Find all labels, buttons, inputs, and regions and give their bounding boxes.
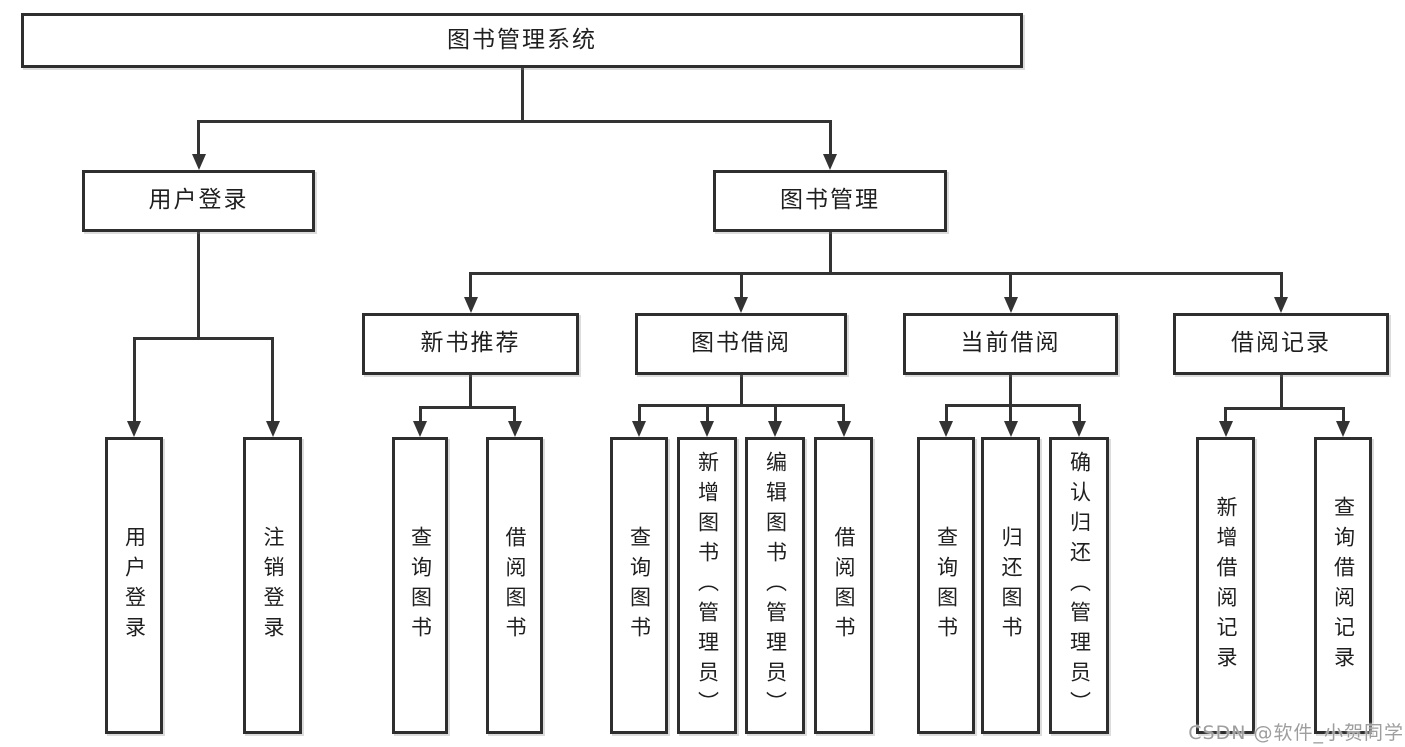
node-leaf-add-books-admin-label: 新增图书（管理员） [695,450,720,721]
arrowhead-icon-b-borrow [836,421,851,437]
node-leaf-borrow-books-recommend-label: 借阅图书 [503,525,527,646]
connector-branch-root [197,120,832,123]
node-leaf-add-books-admin: 新增图书（管理员） [677,437,737,734]
node-leaf-query-books-recommend: 查询图书 [392,437,448,734]
connector-drop-mgmt [828,120,832,156]
connector-drop-b-edit [773,404,777,423]
node-leaf-query-books-borrowing-label: 查询图书 [627,525,652,646]
node-borrowing-records: 借阅记录 [1173,313,1389,375]
arrowhead-icon-login [191,154,206,170]
connector-branch-mgmt [469,272,1283,275]
node-leaf-add-borrow-record: 新增借阅记录 [1196,437,1255,734]
connector-branch-current [944,404,1081,407]
connector-branch-borrow [637,404,845,407]
connector-drop-records [1279,272,1283,299]
connector-drop-r-add [1224,407,1227,423]
connector-branch-records [1224,407,1345,410]
node-new-book-recommendation: 新书推荐 [362,313,579,375]
connector-drop-c-query [944,404,948,423]
node-leaf-logout: 注销登录 [243,437,302,734]
node-library-management-system-label: 图书管理系统 [447,26,597,53]
node-leaf-borrow-books-borrowing: 借阅图书 [814,437,873,734]
node-borrowing-records-label: 借阅记录 [1231,330,1331,357]
node-current-borrowing: 当前借阅 [903,313,1118,375]
arrowhead-icon-user-login [127,421,141,437]
node-library-management-system: 图书管理系统 [21,13,1023,68]
connector-drop-b-borrow [842,404,845,423]
arrowhead-icon-rec-query [413,421,427,437]
connector-drop-login [197,120,200,156]
connector-drop-c-confirm [1077,404,1081,423]
node-leaf-confirm-return-admin-label: 确认归还（管理员） [1067,450,1092,721]
node-book-borrowing: 图书借阅 [635,313,847,375]
node-new-book-recommendation-label: 新书推荐 [420,330,521,357]
arrowhead-icon-borrow [734,297,748,313]
arrowhead-icon-b-edit [768,421,782,437]
connector-drop-borrow [739,272,743,299]
connector-drop-c-return [1009,404,1012,423]
node-leaf-user-login: 用户登录 [105,437,163,734]
connector-stem-borrow [739,375,743,407]
connector-stem-mgmt [828,232,832,275]
node-leaf-logout-label: 注销登录 [261,525,285,646]
connector-branch-rec [418,406,516,409]
arrowhead-icon-r-query [1336,421,1350,437]
arrowhead-icon-b-query [632,421,646,437]
node-leaf-query-books-recommend-label: 查询图书 [408,525,433,646]
connector-stem-login [197,232,200,340]
arrowhead-icon-r-add [1218,421,1233,437]
arrowhead-icon-c-return [1003,421,1018,437]
arrowhead-icon-mgmt [823,154,837,170]
node-leaf-borrow-books-borrowing-label: 借阅图书 [832,525,856,646]
node-leaf-return-books: 归还图书 [981,437,1040,734]
arrowhead-icon-b-add [700,421,714,437]
connector-drop-rec [469,272,472,299]
connector-drop-r-query [1341,407,1345,423]
connector-stem-current [1009,375,1012,407]
connector-drop-rec-borrow [513,406,516,423]
connector-drop-user-login [132,337,136,423]
node-leaf-query-books-borrowing: 查询图书 [610,437,668,734]
connector-drop-b-add [705,404,709,423]
arrowhead-icon-rec-borrow [507,421,522,437]
node-leaf-borrow-books-recommend: 借阅图书 [486,437,543,734]
node-current-borrowing-label: 当前借阅 [960,330,1061,357]
connector-drop-current [1009,272,1012,299]
arrowhead-icon-rec [463,297,478,313]
node-book-management-module-label: 图书管理 [780,187,880,214]
node-leaf-edit-books-admin: 编辑图书（管理员） [745,437,805,734]
connector-stem-root [520,68,524,123]
arrowhead-icon-records [1274,297,1288,313]
connector-drop-b-query [637,404,641,423]
node-leaf-query-books-current-label: 查询图书 [934,525,959,646]
node-leaf-add-borrow-record-label: 新增借阅记录 [1214,495,1238,676]
connector-drop-rec-query [418,406,422,423]
node-leaf-query-borrow-record: 查询借阅记录 [1314,437,1372,734]
arrowhead-icon-current [1003,297,1018,313]
connector-stem-rec [469,375,472,409]
connector-branch-login [132,337,274,340]
node-leaf-query-borrow-record-label: 查询借阅记录 [1331,495,1356,676]
node-leaf-user-login-label: 用户登录 [122,525,147,646]
node-leaf-return-books-label: 归还图书 [999,525,1023,646]
node-book-borrowing-label: 图书借阅 [691,330,791,357]
arrowhead-icon-c-confirm [1072,421,1086,437]
arrowhead-icon-c-query [939,421,953,437]
connector-drop-logout [271,337,274,423]
csdn-watermark: CSDN @软件_小贺同学 [1188,722,1404,744]
node-leaf-query-books-current: 查询图书 [917,437,975,734]
arrowhead-icon-logout [265,421,280,437]
node-book-management-module: 图书管理 [713,170,947,232]
connector-stem-records [1279,375,1283,410]
node-user-login-module: 用户登录 [82,170,315,232]
node-user-login-module-label: 用户登录 [148,187,249,214]
node-leaf-confirm-return-admin: 确认归还（管理员） [1049,437,1109,734]
node-leaf-edit-books-admin-label: 编辑图书（管理员） [763,450,788,721]
